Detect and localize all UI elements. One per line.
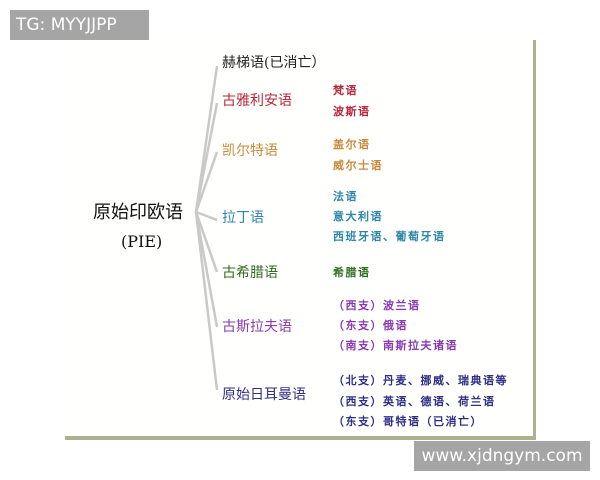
leaf-sanskrit: 梵语 xyxy=(333,84,358,97)
branch-slavic: 古斯拉夫语 xyxy=(222,319,292,335)
leaf-west-slavic: （西支）波兰语 xyxy=(333,299,421,312)
watermark-bottom-right: www.xjdngym.com xyxy=(414,441,590,471)
watermark-top-left: TG: MYYJJPP xyxy=(10,10,149,40)
branch-indo-iranian: 古雅利安语 xyxy=(222,93,292,109)
leaf-french: 法语 xyxy=(333,190,358,203)
leaf-east-germanic: （东支）哥特语（已消亡） xyxy=(333,415,483,428)
connector-celtic xyxy=(194,151,219,213)
root-node-abbr: (PIE) xyxy=(121,232,163,251)
leaf-welsh: 威尔士语 xyxy=(333,159,383,172)
root-node-label: 原始印欧语 xyxy=(93,202,183,223)
branch-greek: 古希腊语 xyxy=(222,265,278,281)
branch-latin: 拉丁语 xyxy=(222,210,264,226)
leaf-east-slavic: （东支）俄语 xyxy=(333,319,408,332)
branch-hittite: 赫梯语(已消亡） xyxy=(222,55,326,71)
connector-latin xyxy=(195,210,218,222)
connector-indo-iranian xyxy=(194,102,219,213)
leaf-gaelic: 盖尔语 xyxy=(333,138,371,151)
branch-celtic: 凯尔特语 xyxy=(222,143,278,159)
leaf-west-germanic: （西支）英语、德语、荷兰语 xyxy=(333,395,496,408)
leaf-italian: 意大利语 xyxy=(333,210,383,223)
leaf-spanish-portuguese: 西班牙语、葡萄牙语 xyxy=(333,230,446,243)
leaf-south-slavic: （南支）南斯拉夫诸语 xyxy=(333,339,458,352)
connector-germanic xyxy=(194,211,219,391)
leaf-persian: 波斯语 xyxy=(333,105,371,118)
leaf-north-germanic: （北支）丹麦、挪威、瑞典语等 xyxy=(333,374,508,387)
branch-germanic: 原始日耳曼语 xyxy=(222,387,306,403)
diagram-frame xyxy=(65,40,536,440)
connector-greek xyxy=(194,211,219,273)
leaf-greek: 希腊语 xyxy=(333,266,371,279)
